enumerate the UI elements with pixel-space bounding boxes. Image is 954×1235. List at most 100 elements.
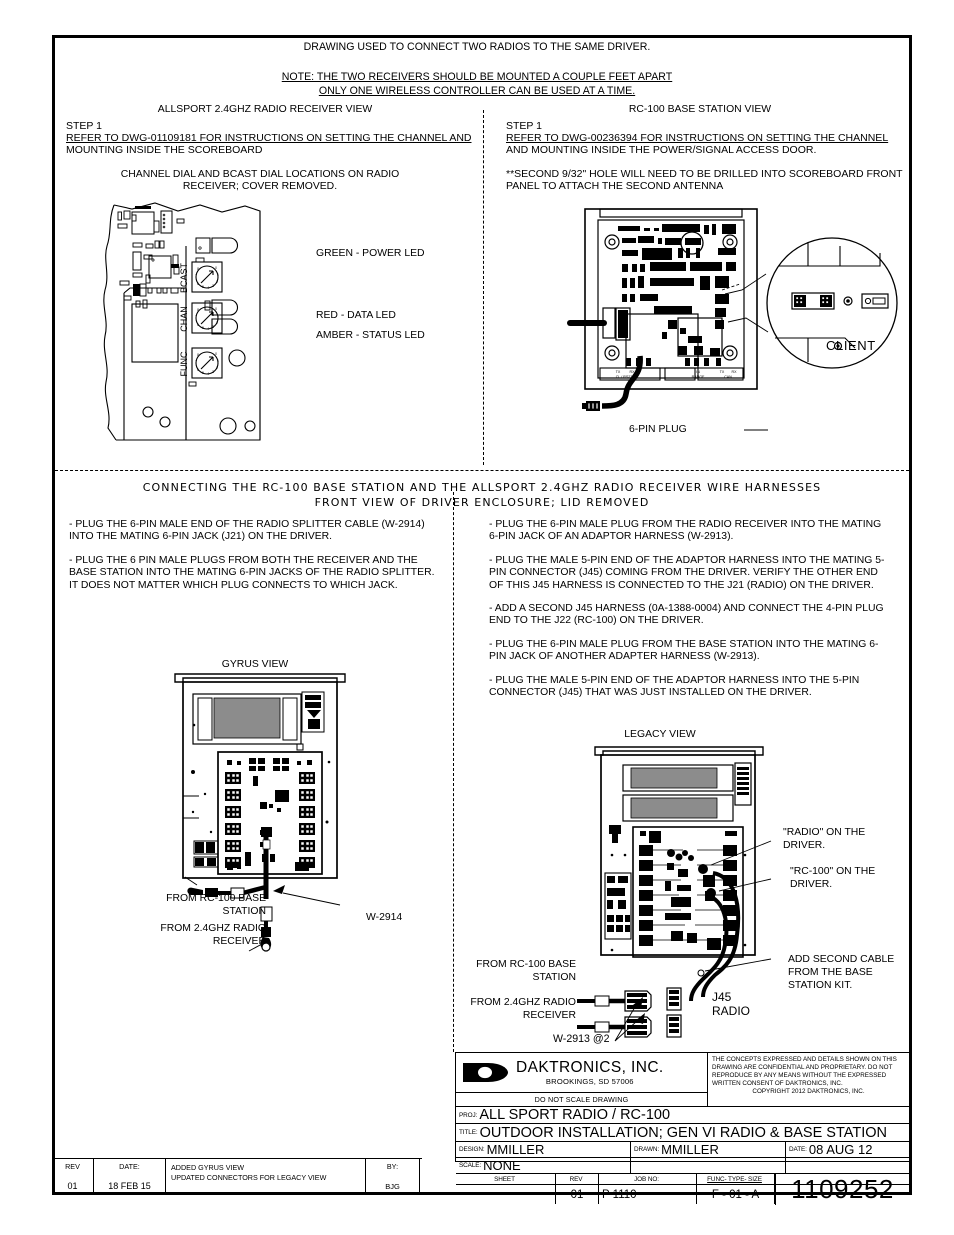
- svg-text:7: 7: [195, 360, 197, 364]
- svg-text:TX: TX: [616, 370, 621, 374]
- svg-text:6: 6: [197, 368, 199, 372]
- svg-text:2: 2: [216, 280, 218, 284]
- left-view-title: ALLSPORT 2.4GHZ RADIO RECEIVER VIEW: [157, 104, 373, 115]
- svg-text:2: 2: [216, 321, 218, 325]
- functype-label: FUNC- TYPE- SIZE: [707, 1175, 762, 1183]
- six-pin-plug-label: 6-PIN PLUG: [629, 424, 687, 435]
- gyrus-base-station-label-1: FROM RC-100 BASE: [166, 893, 266, 904]
- design-label: DESIGN:: [459, 1146, 485, 1153]
- legacy-driver-enclosure-diagram: [577, 745, 795, 1045]
- legal-line-3: REPRODUCE BY ANY MEANS WITHOUT THE EXPRE…: [712, 1071, 887, 1079]
- left-step-line-2: MOUNTING INSIDE THE SCOREBOARD: [66, 144, 263, 156]
- svg-text:6: 6: [197, 323, 199, 327]
- daktronics-logo-icon: [463, 1060, 510, 1085]
- legacy-radio-driver-label-2: DRIVER.: [783, 840, 826, 851]
- jobno-label: JOB NO:: [634, 1175, 659, 1183]
- gyrus-instruction-2: - PLUG THE 6 PIN MALE PLUGS FROM BOTH TH…: [69, 554, 435, 591]
- rev-block-by-value: BJG: [385, 1182, 400, 1191]
- rev-value: 01: [570, 1188, 584, 1201]
- legacy-instruction-5: - PLUG THE MALE 5-PIN END OF THE ADAPTOR…: [489, 674, 860, 699]
- functype-value: F - 01 - A: [711, 1188, 760, 1201]
- svg-text:8: 8: [197, 353, 199, 357]
- gyrus-view-title: GYRUS VIEW: [221, 659, 289, 670]
- drawn-label: DRAWN:: [634, 1146, 660, 1153]
- drawing-number: 1109252: [791, 1174, 894, 1204]
- rev-block-rev-value: 01: [67, 1181, 78, 1191]
- left-step-line-1: REFER TO DWG-01109181 FOR INSTRUCTIONS O…: [66, 132, 472, 144]
- date-value: 08 AUG 12: [808, 1142, 873, 1157]
- svg-text:4: 4: [207, 327, 209, 331]
- proj-value: ALL SPORT RADIO / RC-100: [479, 1107, 671, 1123]
- gyrus-instruction-1: - PLUG THE 6-PIN MALE END OF THE RADIO S…: [69, 519, 425, 543]
- legal-notice: THE CONCEPTS EXPRESSED AND DETAILS SHOWN…: [708, 1053, 909, 1106]
- svg-text:7: 7: [195, 274, 197, 278]
- led-amber-label: AMBER - STATUS LED: [316, 330, 425, 341]
- svg-text:0: 0: [215, 266, 217, 270]
- svg-text:4: 4: [207, 286, 209, 290]
- left-caption-line-2: RECEIVER; COVER REMOVED.: [182, 181, 338, 192]
- led-green-label: GREEN - POWER LED: [316, 248, 425, 259]
- legacy-add-cable-label-2: FROM THE BASE: [788, 967, 873, 978]
- legal-line-4: WRITTEN CONSENT OF DAKTRONICS, INC.: [712, 1079, 843, 1087]
- mid-heading-line-1: CONNECTING THE RC-100 BASE STATION AND T…: [142, 481, 822, 494]
- rev-block-date-value: 18 FEB 15: [108, 1181, 151, 1191]
- svg-text:7: 7: [195, 315, 197, 319]
- legacy-radio-label-2: RECEIVER: [522, 1010, 576, 1021]
- client-label: CLIENT: [826, 338, 876, 353]
- svg-text:1: 1: [217, 273, 219, 277]
- svg-text:8: 8: [197, 267, 199, 271]
- legacy-instruction-4: - PLUG THE 6-PIN MALE PLUG FROM THE BASE…: [489, 638, 879, 663]
- gyrus-cable-label: W-2914: [366, 912, 403, 923]
- legacy-add-cable-label-3: STATION KIT.: [788, 980, 853, 991]
- svg-text:IN: IN: [696, 370, 700, 374]
- left-caption-line-1: CHANNEL DIAL AND BCAST DIAL LOCATIONS ON…: [120, 169, 400, 180]
- svg-text:TX: TX: [720, 370, 725, 374]
- svg-text:BCAST: BCAST: [179, 262, 189, 293]
- proj-label: PROJ:: [459, 1111, 478, 1119]
- legacy-rc100-driver-label-2: DRIVER.: [790, 879, 833, 890]
- date-label: DATE:: [789, 1146, 807, 1153]
- legacy-j45-label: J45: [712, 990, 732, 1004]
- rev-block-date-label: DATE:: [119, 1162, 140, 1171]
- title-value: OUTDOOR INSTALLATION; GEN VI RADIO & BAS…: [479, 1124, 887, 1141]
- legacy-radio-driver-label-1: "RADIO" ON THE: [783, 827, 866, 838]
- title-label: TITLE:: [459, 1129, 478, 1136]
- svg-text:4: 4: [207, 372, 209, 376]
- svg-text:RX: RX: [732, 370, 738, 374]
- svg-text:RX: RX: [630, 370, 636, 374]
- svg-text:CL / RS232: CL / RS232: [616, 375, 634, 379]
- legacy-view-title: LEGACY VIEW: [624, 729, 696, 740]
- rev-block-by-label: BY:: [386, 1162, 399, 1171]
- svg-text:6: 6: [197, 282, 199, 286]
- jobno-value: P 1110: [602, 1188, 637, 1201]
- left-step-label: STEP 1: [66, 120, 102, 132]
- svg-text:5: 5: [202, 371, 204, 375]
- gyrus-base-station-label-2: STATION: [222, 906, 266, 917]
- legacy-instruction-1: - PLUG THE 6-PIN MALE PLUG FROM THE RADI…: [489, 519, 882, 543]
- mid-heading-line-2: FRONT VIEW OF DRIVER ENCLOSURE; LID REMO…: [314, 496, 650, 509]
- svg-text:3: 3: [212, 284, 214, 288]
- legacy-instruction-3: - ADD A SECOND J45 HARNESS (0A-1388-0004…: [489, 603, 884, 627]
- company-block: DAKTRONICS, INC. BROOKINGS, SD 57006 DO …: [456, 1053, 708, 1106]
- right-note-line-2: PANEL TO ATTACH THE SECOND ANTENNA: [506, 180, 724, 192]
- header-note-line-1: NOTE: THE TWO RECEIVERS SHOULD BE MOUNTE…: [281, 71, 673, 83]
- rev-label: REV: [569, 1175, 583, 1183]
- right-step-label: STEP 1: [506, 120, 542, 132]
- design-value: MMILLER: [486, 1142, 545, 1157]
- right-step-line-2: AND MOUNTING INSIDE THE POWER/SIGNAL ACC…: [506, 144, 817, 156]
- legal-line-1: THE CONCEPTS EXPRESSED AND DETAILS SHOWN…: [712, 1056, 897, 1063]
- legal-copyright: COPYRIGHT 2012 DAKTRONICS, INC.: [752, 1087, 865, 1095]
- rev-block-desc-line-2: UPDATED CONNECTORS FOR LEGACY VIEW: [171, 1172, 327, 1182]
- gyrus-driver-enclosure-diagram: [165, 672, 365, 962]
- rev-block-rev-label: REV: [65, 1162, 80, 1171]
- svg-text:FUNC: FUNC: [179, 351, 189, 376]
- svg-text:5: 5: [202, 326, 204, 330]
- svg-text:1: 1: [217, 314, 219, 318]
- svg-text:2: 2: [216, 366, 218, 370]
- legacy-add-cable-label-1: ADD SECOND CABLE: [788, 954, 895, 965]
- divider-vertical-bottom: [453, 492, 454, 1052]
- legacy-instructions: - PLUG THE 6-PIN MALE PLUG FROM THE RADI…: [489, 519, 889, 699]
